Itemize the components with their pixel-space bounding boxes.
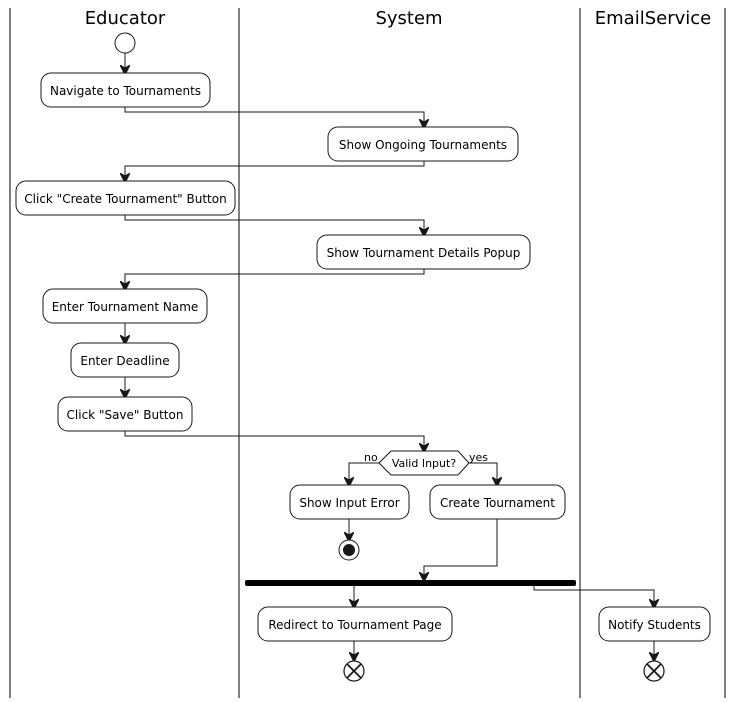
activity-redirect: Redirect to Tournament Page xyxy=(257,606,453,642)
start-node xyxy=(114,32,136,54)
activity-show-ongoing-label: Show Ongoing Tournaments xyxy=(339,138,507,152)
activity-show-error-label: Show Input Error xyxy=(299,496,399,510)
swimlane-title-system: System xyxy=(375,8,442,29)
activity-create-tournament: Create Tournament xyxy=(429,484,566,520)
edge-decision-yes xyxy=(469,462,497,485)
activity-notify-students: Notify Students xyxy=(598,606,711,642)
edge-navigate-to-show-ongoing xyxy=(124,107,424,127)
swimlane-title-educator: Educator xyxy=(85,8,166,29)
activity-create-tournament-label: Create Tournament xyxy=(440,496,555,510)
activity-click-create: Click "Create Tournament" Button xyxy=(15,180,236,216)
activity-navigate: Navigate to Tournaments xyxy=(40,72,211,108)
activity-show-popup: Show Tournament Details Popup xyxy=(316,234,531,270)
edge-fork-to-notify xyxy=(533,586,654,607)
decision-yes-label: yes xyxy=(469,451,488,464)
edge-show-popup-to-enter-name xyxy=(125,269,425,289)
activity-show-ongoing: Show Ongoing Tournaments xyxy=(327,126,519,162)
activity-click-save: Click "Save" Button xyxy=(57,396,193,432)
fork-bar xyxy=(245,580,576,586)
activity-show-error: Show Input Error xyxy=(289,484,410,520)
activity-enter-name: Enter Tournament Name xyxy=(42,288,208,324)
activity-redirect-label: Redirect to Tournament Page xyxy=(268,618,441,632)
activity-enter-deadline: Enter Deadline xyxy=(70,342,180,378)
activity-click-create-label: Click "Create Tournament" Button xyxy=(24,192,226,206)
flow-final-notify xyxy=(643,660,665,682)
edge-decision-no xyxy=(349,462,379,485)
activity-show-popup-label: Show Tournament Details Popup xyxy=(327,246,521,260)
activity-enter-deadline-label: Enter Deadline xyxy=(80,354,169,368)
edge-click-create-to-show-popup xyxy=(124,215,424,235)
decision-no-label: no xyxy=(364,451,378,464)
edge-click-save-to-decision xyxy=(124,431,424,451)
flow-final-redirect xyxy=(343,660,365,682)
activity-notify-students-label: Notify Students xyxy=(608,618,701,632)
decision-valid-input: Valid Input? xyxy=(378,450,470,476)
activity-navigate-label: Navigate to Tournaments xyxy=(50,84,201,98)
edge-create-to-fork xyxy=(424,519,498,580)
activity-enter-name-label: Enter Tournament Name xyxy=(52,300,199,314)
swimlane-title-email-service: EmailService xyxy=(595,8,711,29)
edge-show-ongoing-to-click-create xyxy=(125,161,425,181)
end-node xyxy=(338,539,360,561)
activity-click-save-label: Click "Save" Button xyxy=(67,408,184,422)
decision-valid-input-label: Valid Input? xyxy=(392,457,456,470)
